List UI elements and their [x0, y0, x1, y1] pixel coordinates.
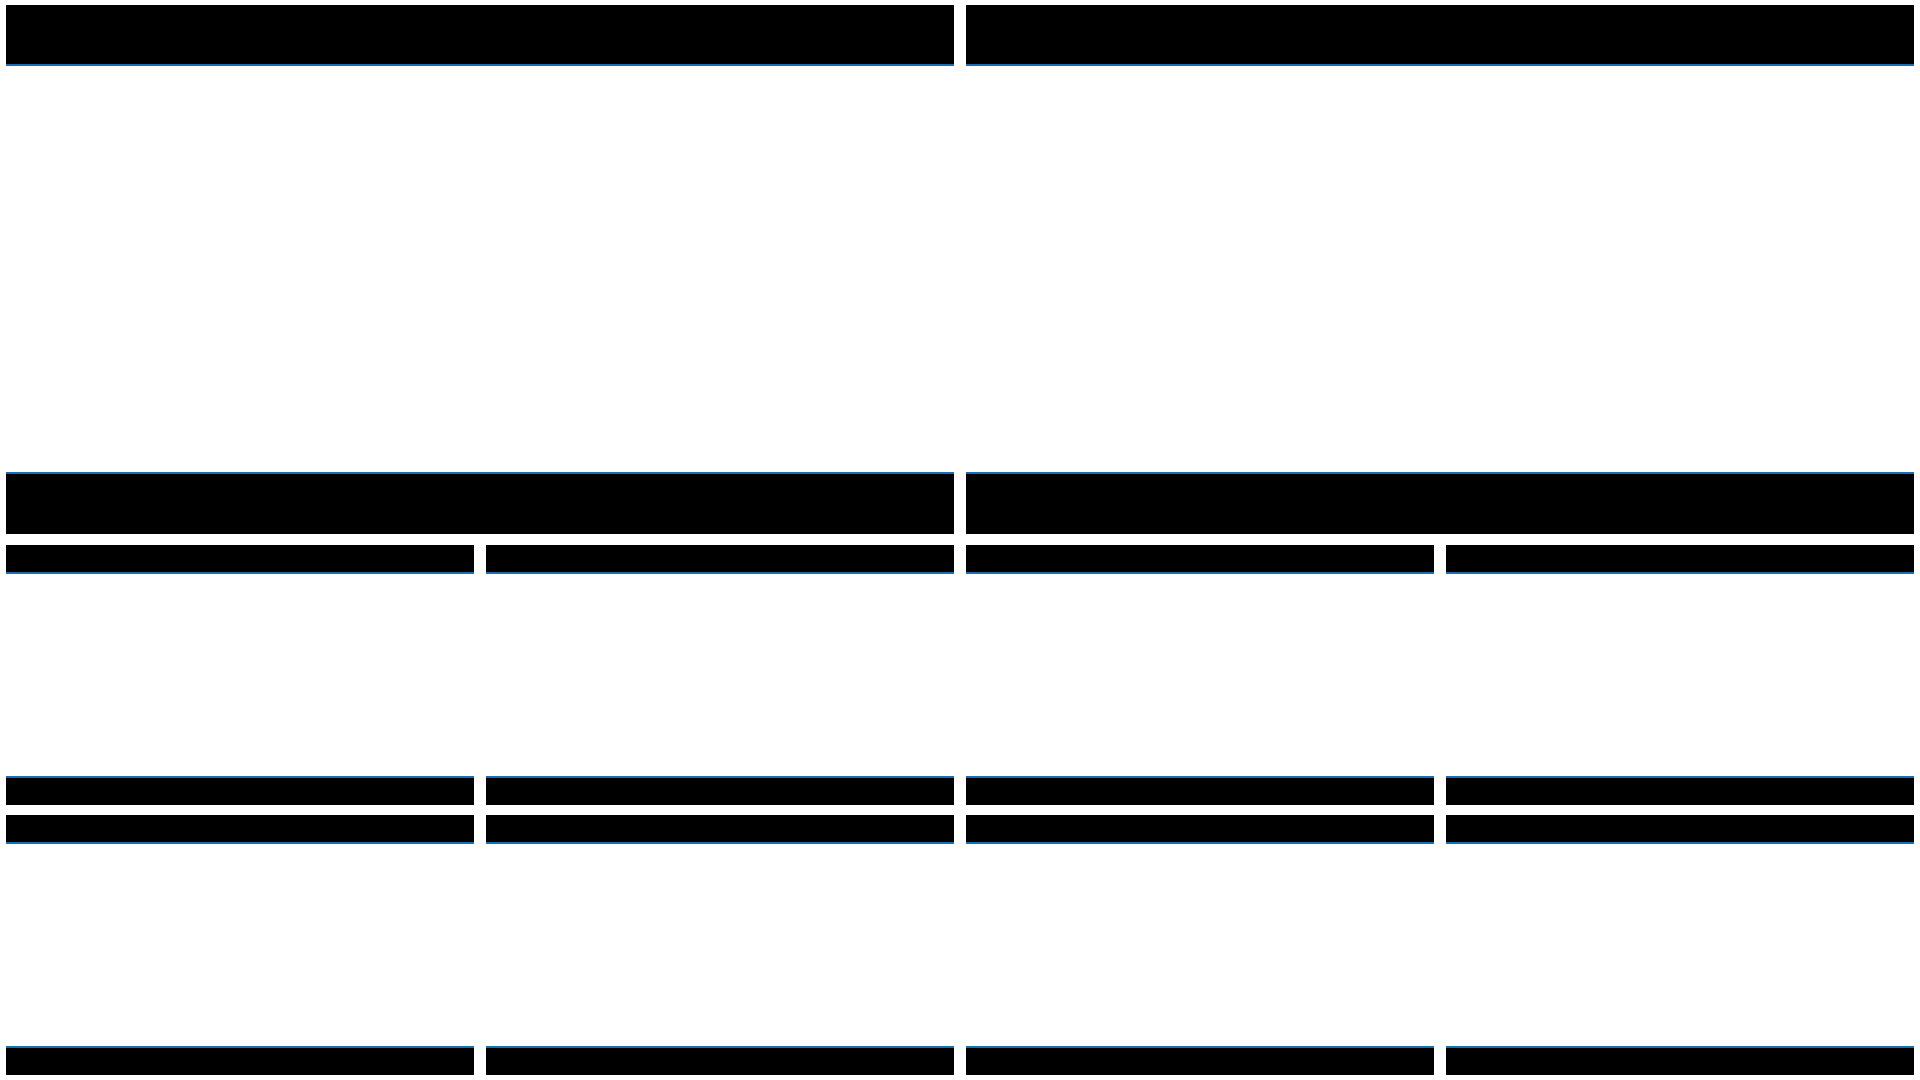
tile-window-4[interactable] — [486, 545, 954, 805]
tile-7-content-area[interactable] — [6, 844, 474, 1046]
tile-9-content-area[interactable] — [966, 844, 1434, 1046]
tile-window-6[interactable] — [1446, 545, 1914, 805]
tile-8-content-area[interactable] — [486, 844, 954, 1046]
tile-9-title-bar[interactable] — [966, 815, 1434, 844]
tile-1-status-bar — [6, 472, 954, 534]
tile-window-8[interactable] — [486, 815, 954, 1075]
tile-5-content-area[interactable] — [966, 574, 1434, 776]
tile-2-title-bar[interactable] — [966, 5, 1914, 66]
tile-7-status-bar — [6, 1046, 474, 1075]
tile-10-content-area[interactable] — [1446, 844, 1914, 1046]
tile-5-title-bar[interactable] — [966, 545, 1434, 574]
tile-10-title-bar[interactable] — [1446, 815, 1914, 844]
tile-7-title-bar[interactable] — [6, 815, 474, 844]
tile-8-title-bar[interactable] — [486, 815, 954, 844]
tile-2-content-area[interactable] — [966, 66, 1914, 472]
tile-9-status-bar — [966, 1046, 1434, 1075]
tile-3-content-area[interactable] — [6, 574, 474, 776]
tile-6-status-bar — [1446, 776, 1914, 805]
tile-window-10[interactable] — [1446, 815, 1914, 1075]
tile-window-9[interactable] — [966, 815, 1434, 1075]
tile-5-status-bar — [966, 776, 1434, 805]
tile-3-status-bar — [6, 776, 474, 805]
tile-window-1[interactable] — [6, 5, 954, 534]
tile-3-title-bar[interactable] — [6, 545, 474, 574]
tile-window-2[interactable] — [966, 5, 1914, 534]
tile-window-3[interactable] — [6, 545, 474, 805]
tile-4-status-bar — [486, 776, 954, 805]
tile-1-content-area[interactable] — [6, 66, 954, 472]
tile-window-5[interactable] — [966, 545, 1434, 805]
tile-2-status-bar — [966, 472, 1914, 534]
tile-6-content-area[interactable] — [1446, 574, 1914, 776]
tile-4-title-bar[interactable] — [486, 545, 954, 574]
tile-10-status-bar — [1446, 1046, 1914, 1075]
tile-4-content-area[interactable] — [486, 574, 954, 776]
tile-8-status-bar — [486, 1046, 954, 1075]
tile-6-title-bar[interactable] — [1446, 545, 1914, 574]
tile-window-7[interactable] — [6, 815, 474, 1075]
tile-1-title-bar[interactable] — [6, 5, 954, 66]
